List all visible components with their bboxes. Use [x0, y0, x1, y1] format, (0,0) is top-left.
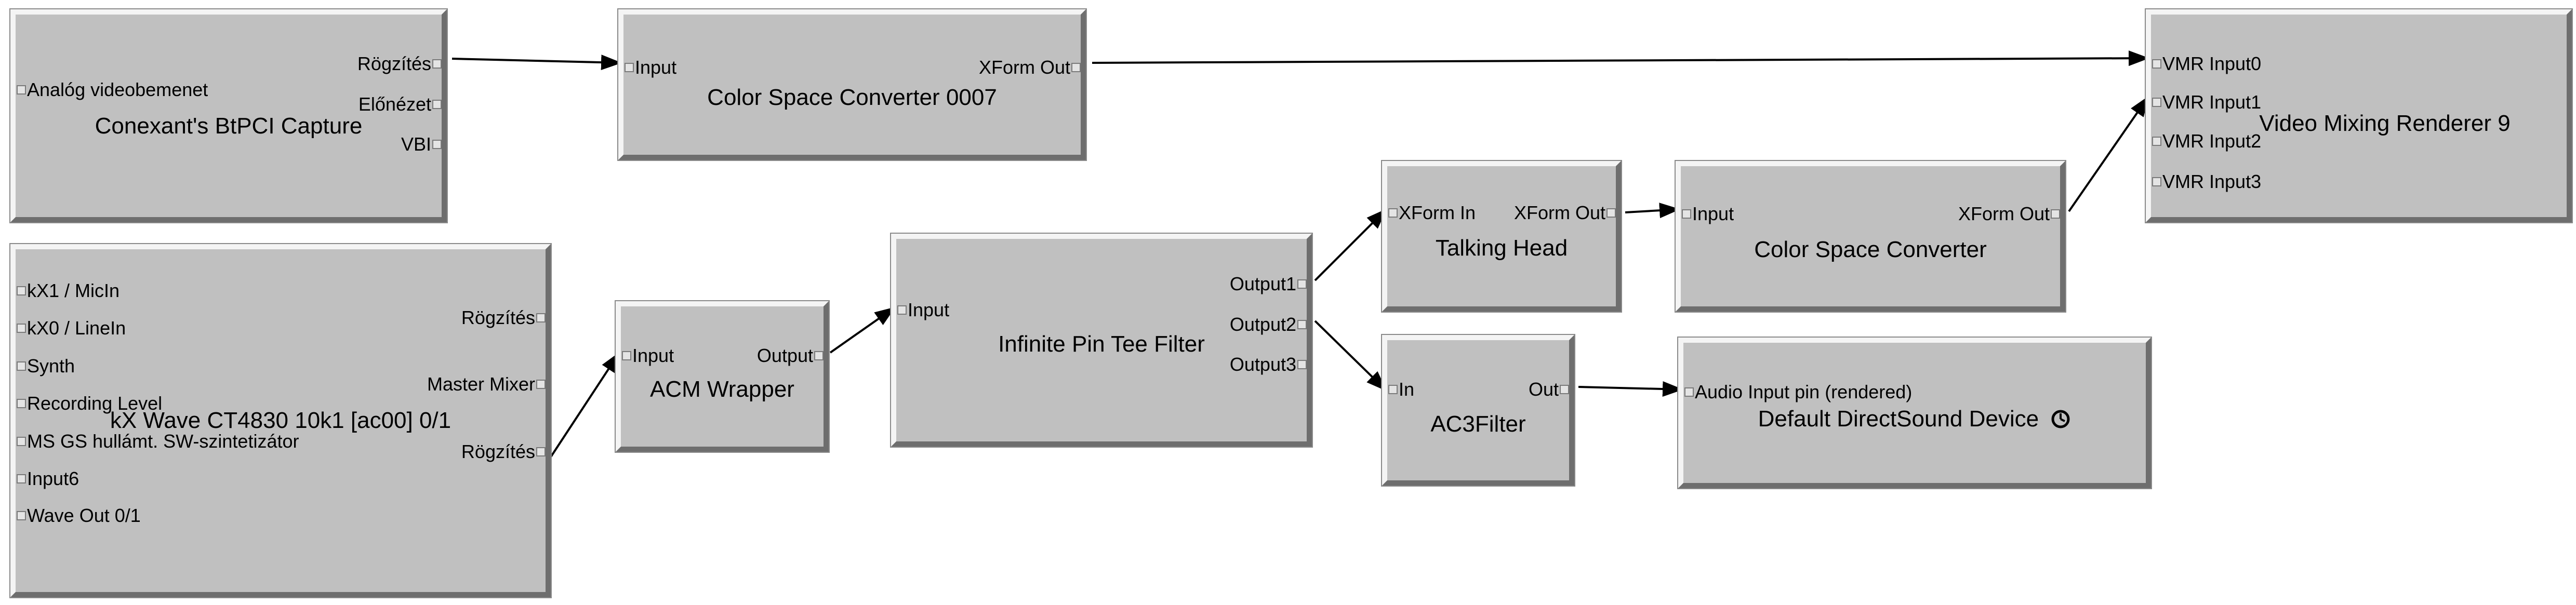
filter-name: Conexant's BtPCI Capture [95, 113, 363, 139]
pin-kxwave-waveout[interactable]: Wave Out 0/1 [17, 505, 141, 526]
pin-capture-analog-in[interactable]: Analóg videobemenet [17, 79, 208, 100]
filter-csc[interactable]: Input XForm Out Color Space Converter [1675, 160, 2066, 313]
filter-kxwave[interactable]: kX1 / MicIn kX0 / LineIn Synth Recording… [9, 243, 552, 598]
filter-name: Video Mixing Renderer 9 [2259, 111, 2511, 136]
pin-kxwave-synth[interactable]: Synth [17, 356, 75, 377]
pin-capture-record-out[interactable]: Rögzítés [357, 53, 442, 74]
pin-dsound-audio-in[interactable]: Audio Input pin (rendered) [1684, 382, 1912, 402]
filter-name: Color Space Converter 0007 [707, 85, 997, 110]
pin-kxwave-input6[interactable]: Input6 [17, 468, 79, 489]
pin-acm-input[interactable]: Input [622, 345, 674, 366]
pin-kxwave-ms-gs-synth[interactable]: MS GS hullámt. SW-szintetizátor [17, 431, 299, 452]
pin-talking-xform-out[interactable]: XForm Out [1514, 203, 1616, 223]
pin-vmr-input1[interactable]: VMR Input1 [2152, 92, 2261, 113]
filter-capture[interactable]: Analóg videobemenet Conexant's BtPCI Cap… [9, 8, 448, 223]
pin-capture-preview-out[interactable]: Előnézet [358, 94, 442, 115]
wire-capture-to-csc0007[interactable] [452, 55, 622, 71]
pin-acm-output[interactable]: Output [757, 345, 824, 366]
pin-vmr-input0[interactable]: VMR Input0 [2152, 53, 2261, 74]
pin-vmr-input3[interactable]: VMR Input3 [2152, 171, 2261, 192]
pin-ac3-in[interactable]: In [1388, 379, 1414, 400]
pin-kxwave-recording-level[interactable]: Recording Level [17, 393, 162, 414]
pin-vmr-input2[interactable]: VMR Input2 [2152, 131, 2261, 152]
filter-ac3[interactable]: In Out AC3Filter [1381, 334, 1575, 487]
filter-name: kX Wave CT4830 10k1 [ac00] 0/1 [110, 408, 452, 433]
pin-kxwave-linein[interactable]: kX0 / LineIn [17, 318, 126, 339]
filter-tee[interactable]: Input Infinite Pin Tee Filter Output1 Ou… [890, 233, 1313, 448]
pin-ac3-out[interactable]: Out [1529, 379, 1569, 400]
pin-kxwave-micin[interactable]: kX1 / MicIn [17, 280, 119, 301]
filter-name: Talking Head [1435, 235, 1568, 261]
filter-talking-head[interactable]: XForm In XForm Out Talking Head [1381, 160, 1622, 313]
pin-kxwave-master-mixer-out[interactable]: Master Mixer [427, 374, 546, 395]
filter-name: ACM Wrapper [650, 377, 794, 402]
filter-name: Color Space Converter [1754, 237, 1987, 262]
wire-csc0007-to-vmr[interactable] [1092, 50, 2149, 66]
wire-acm-to-tee[interactable] [829, 306, 896, 354]
pin-capture-vbi-out[interactable]: VBI [401, 134, 442, 155]
filter-directsound[interactable]: Audio Input pin (rendered) Default Direc… [1677, 337, 2152, 489]
pin-talking-xform-in[interactable]: XForm In [1388, 203, 1476, 223]
wire-kxwave-to-acm[interactable] [550, 352, 620, 458]
pin-csc0007-xform-out[interactable]: XForm Out [979, 57, 1081, 78]
wire-ac3-to-dsound[interactable] [1578, 381, 1683, 397]
filter-vmr[interactable]: VMR Input0 VMR Input1 VMR Input2 VMR Inp… [2145, 8, 2573, 223]
filter-acm[interactable]: Input Output ACM Wrapper [615, 300, 830, 453]
filter-name-text: Default DirectSound Device [1758, 406, 2039, 432]
pin-tee-input[interactable]: Input [897, 300, 949, 320]
pin-tee-output2[interactable]: Output2 [1230, 314, 1307, 335]
pin-csc-xform-out[interactable]: XForm Out [1958, 204, 2060, 224]
pin-kxwave-record-out-2[interactable]: Rögzítés [461, 441, 546, 462]
filter-csc0007[interactable]: Input Color Space Converter 0007 XForm O… [617, 8, 1087, 161]
pin-kxwave-record-out-1[interactable]: Rögzítés [461, 307, 546, 328]
filter-name: Default DirectSound Device [1683, 406, 2146, 432]
clock-icon [2051, 410, 2070, 428]
wire-tee-to-talking[interactable] [1314, 208, 1387, 281]
filter-name: Infinite Pin Tee Filter [998, 331, 1205, 357]
pin-tee-output3[interactable]: Output3 [1230, 354, 1307, 375]
pin-csc-input[interactable]: Input [1682, 204, 1734, 224]
wire-tee-to-ac3[interactable] [1314, 320, 1387, 392]
wire-csc-to-vmr[interactable] [2068, 96, 2149, 212]
filter-name: AC3Filter [1430, 411, 1526, 437]
pin-csc0007-input[interactable]: Input [625, 57, 676, 78]
pin-tee-output1[interactable]: Output1 [1230, 274, 1307, 294]
wire-talking-to-csc[interactable] [1625, 203, 1680, 219]
